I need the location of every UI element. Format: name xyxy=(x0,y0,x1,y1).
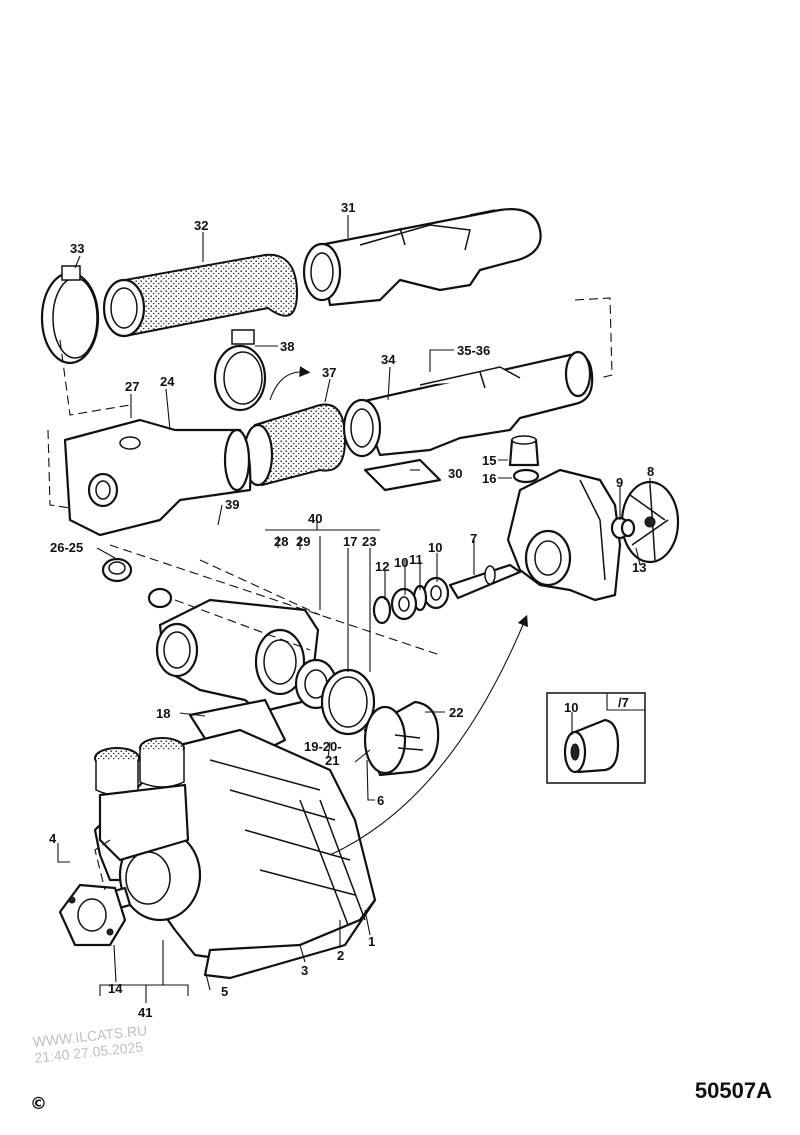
callout-24: 24 xyxy=(160,374,175,389)
callout-30: 30 xyxy=(448,466,462,481)
callout-10-left: 10 xyxy=(394,555,408,570)
callout-33: 33 xyxy=(70,241,84,256)
assembly-arrow-38 xyxy=(269,366,311,401)
assembly-arrow-pump xyxy=(329,614,528,856)
callout-27: 27 xyxy=(125,379,139,394)
callout-labels: 33 32 31 38 37 34 35-36 27 24 30 15 16 8… xyxy=(49,200,654,1020)
filter-cartridge-pair xyxy=(94,737,190,862)
callout-38: 38 xyxy=(280,339,294,354)
thermostat-housing-29 xyxy=(155,598,320,714)
callout-34: 34 xyxy=(381,352,396,367)
callout-29: 29 xyxy=(296,534,310,549)
callout-7: 7 xyxy=(470,531,477,546)
callout-40: 40 xyxy=(308,511,322,526)
callout-18: 18 xyxy=(156,706,170,721)
hose-37 xyxy=(242,403,347,487)
callout-22: 22 xyxy=(449,705,463,720)
callout-19-20: 19-20- xyxy=(304,739,342,754)
plug-15 xyxy=(508,435,540,467)
hose-32 xyxy=(102,253,299,338)
callout-11: 11 xyxy=(409,552,423,567)
plug-26 xyxy=(101,557,133,583)
hose-clamp-33 xyxy=(40,265,100,365)
callout-21: 21 xyxy=(325,753,339,768)
inset-ref-label: /7 xyxy=(618,695,629,710)
callout-leader-lines xyxy=(57,215,651,1003)
assembly-guide-lines xyxy=(47,297,613,891)
thermostat-22 xyxy=(363,700,440,777)
seal-ring-23 xyxy=(320,668,376,736)
callout-32: 32 xyxy=(194,218,208,233)
callout-6: 6 xyxy=(377,793,384,808)
callout-12: 12 xyxy=(375,559,389,574)
callout-10-right: 10 xyxy=(428,540,442,555)
callout-1: 1 xyxy=(368,934,375,949)
callout-26-25: 26-25 xyxy=(50,540,83,555)
callout-28: 28 xyxy=(274,534,288,549)
pump-shaft-7 xyxy=(448,563,522,600)
callout-8: 8 xyxy=(647,464,654,479)
callout-37: 37 xyxy=(322,365,336,380)
water-pump-housing xyxy=(506,468,622,602)
elbow-housing-24 xyxy=(63,418,252,537)
callout-15: 15 xyxy=(482,453,496,468)
callout-13: 13 xyxy=(632,560,646,575)
flange-14 xyxy=(58,883,127,947)
callout-4: 4 xyxy=(49,831,57,846)
callout-3: 3 xyxy=(301,963,308,978)
callout-2: 2 xyxy=(337,948,344,963)
callout-23: 23 xyxy=(362,534,376,549)
gasket-30 xyxy=(363,458,442,492)
callout-9: 9 xyxy=(616,475,623,490)
copyright-symbol: © xyxy=(30,1094,47,1114)
callout-5: 5 xyxy=(221,984,228,999)
callout-41: 41 xyxy=(138,1005,152,1020)
callout-14: 14 xyxy=(108,981,123,996)
washer-25 xyxy=(147,587,173,609)
callout-35-36: 35-36 xyxy=(457,343,490,358)
callout-17: 17 xyxy=(343,534,357,549)
figure-number: 50507A xyxy=(694,1078,772,1103)
callout-31: 31 xyxy=(341,200,355,215)
callout-39: 39 xyxy=(225,497,239,512)
inset-bearing-detail xyxy=(546,692,646,784)
hose-clamp-38 xyxy=(213,329,267,412)
nut-9 xyxy=(610,516,636,540)
bearing-10-second xyxy=(390,587,418,621)
exhaust-manifold-31 xyxy=(302,208,542,307)
circlip-12 xyxy=(372,595,392,625)
callout-16: 16 xyxy=(482,471,496,486)
inset-callout-10: 10 xyxy=(564,700,578,715)
washer-16 xyxy=(512,468,540,484)
exhaust-manifold-34 xyxy=(342,350,594,458)
bearing-10 xyxy=(422,576,450,610)
